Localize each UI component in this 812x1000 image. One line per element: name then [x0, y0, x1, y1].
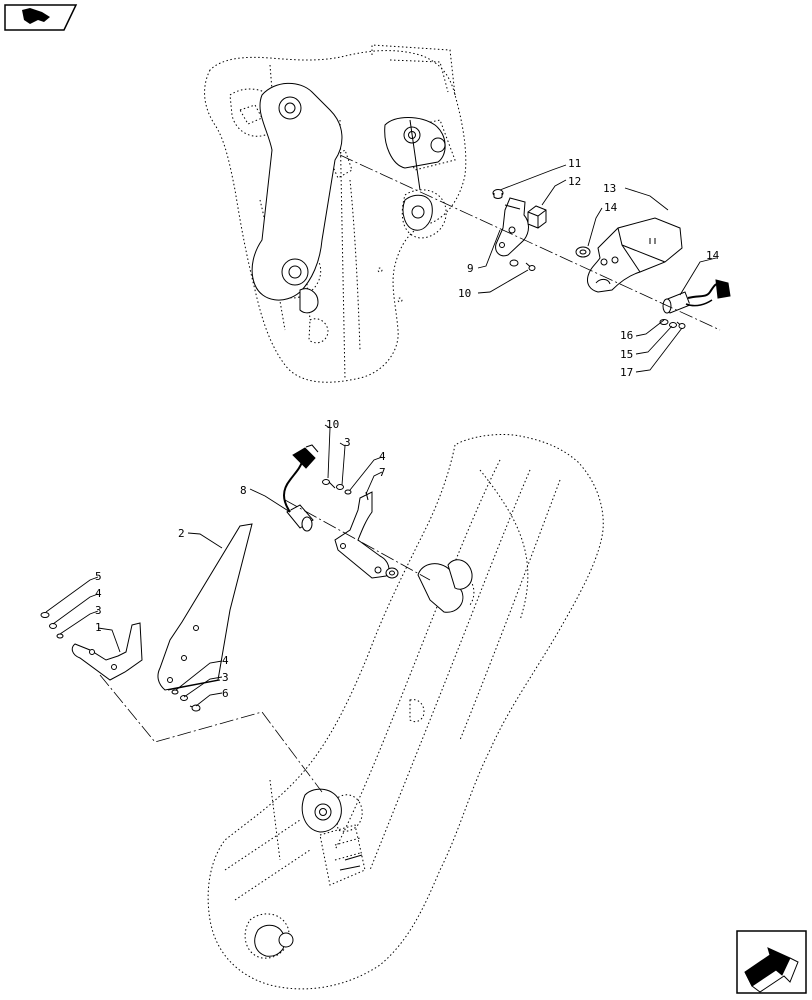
callout-4: 4 — [379, 450, 386, 463]
lower-boom-outline — [207, 433, 604, 990]
callout-3: 3 — [95, 604, 102, 617]
book-page-icon[interactable] — [4, 4, 78, 31]
part-8-sensor — [283, 444, 319, 532]
upper-centerline — [339, 154, 721, 331]
parts-15-16-17 — [659, 319, 686, 329]
part-13-cover — [587, 217, 683, 293]
callout-labels: 11 12 13 14 14 9 10 16 15 17 10 3 4 7 8 … — [95, 157, 720, 700]
callout-leaders — [45, 164, 717, 707]
callout-2: 2 — [178, 527, 185, 540]
part-2-plate — [157, 523, 253, 691]
callout-4: 4 — [95, 587, 102, 600]
part-10-bolt — [509, 259, 536, 271]
parts-3-4-5-hardware — [40, 612, 64, 639]
parts-10-3-4-hardware — [322, 479, 352, 495]
part-7-bracket — [334, 491, 390, 579]
callout-12: 12 — [568, 175, 581, 188]
callout-9: 9 — [467, 262, 474, 275]
part-9-bracket — [495, 197, 529, 257]
part-11-bolt — [492, 189, 504, 199]
callout-7: 7 — [379, 466, 386, 479]
part-1-bracket — [71, 622, 143, 681]
next-page-arrow-icon[interactable] — [736, 930, 807, 994]
callout-11: 11 — [568, 157, 581, 170]
callout-3: 3 — [344, 436, 351, 449]
callout-17: 17 — [620, 366, 633, 379]
callout-16: 16 — [620, 329, 633, 342]
callout-10: 10 — [458, 287, 471, 300]
callout-14: 14 — [604, 201, 618, 214]
part-12-block — [527, 205, 547, 229]
callout-1: 1 — [95, 621, 102, 634]
callout-15: 15 — [620, 348, 633, 361]
part-14-sensor — [662, 279, 731, 314]
callout-5: 5 — [95, 570, 102, 583]
callout-10: 10 — [326, 418, 339, 431]
callout-6: 6 — [222, 687, 229, 700]
callout-8: 8 — [240, 484, 247, 497]
lower-centerlines — [99, 499, 431, 793]
callout-3: 3 — [222, 671, 229, 684]
callout-4: 4 — [222, 654, 229, 667]
part-7-nut — [385, 567, 399, 579]
upper-link-arm — [251, 82, 446, 314]
part-14-nut — [575, 246, 591, 258]
callout-14: 14 — [706, 249, 720, 262]
parts-4-3-6-hardware — [171, 689, 201, 712]
lower-boom-cylinder — [254, 559, 473, 957]
callout-13: 13 — [603, 182, 616, 195]
